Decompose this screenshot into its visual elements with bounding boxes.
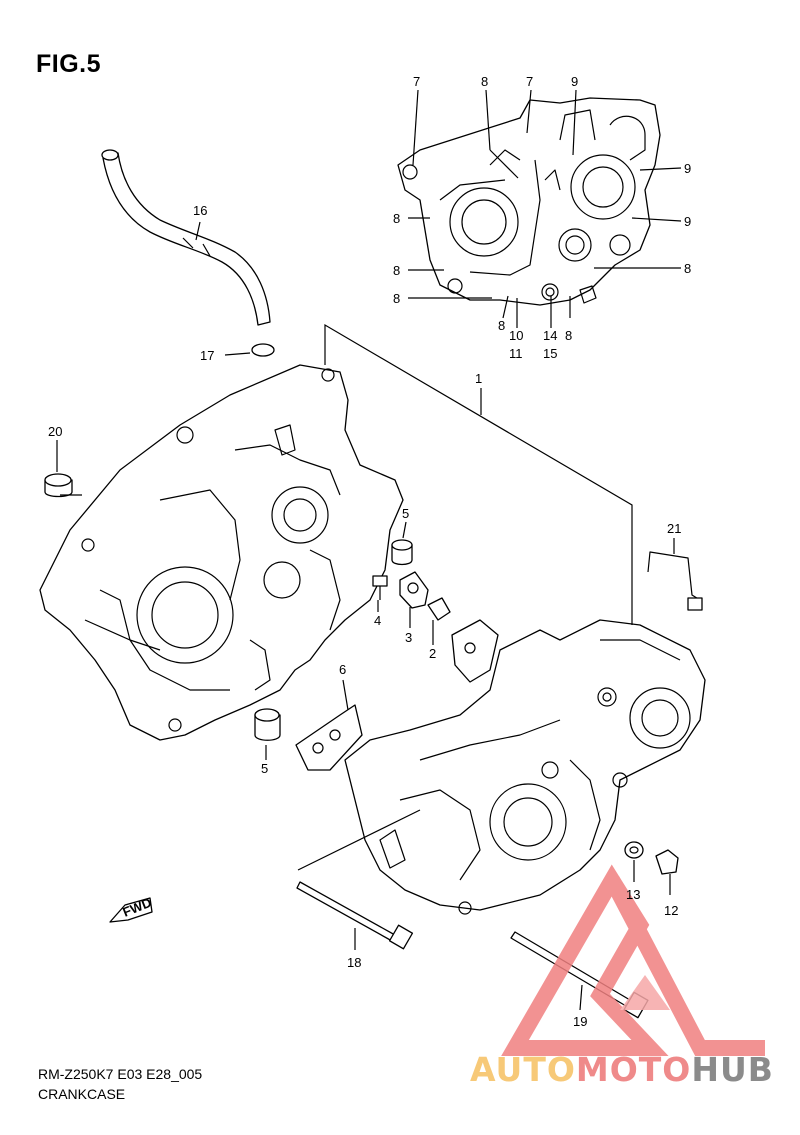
fwd-arrow-icon: FWD bbox=[109, 895, 154, 923]
callout-4: 4 bbox=[374, 613, 381, 628]
watermark-part-moto: MOTO bbox=[575, 1050, 692, 1089]
callout-18: 18 bbox=[347, 955, 361, 970]
callout-2: 2 bbox=[429, 646, 436, 661]
callout-8: 8 bbox=[565, 328, 572, 343]
callout-13: 13 bbox=[626, 887, 640, 902]
oil-seal-drawing bbox=[44, 440, 82, 498]
section-name: CRANKCASE bbox=[38, 1086, 126, 1102]
gasket-drawing bbox=[295, 619, 499, 771]
drain-plug-drawing bbox=[624, 841, 679, 895]
breather-hose-drawing bbox=[101, 149, 275, 357]
callout-16: 16 bbox=[193, 203, 207, 218]
left-crankcase-half-drawing bbox=[39, 364, 404, 741]
callout-3: 3 bbox=[405, 630, 412, 645]
callout-10: 10 bbox=[509, 328, 523, 343]
callout-numbers: 7 8 7 9 9 9 8 8 8 8 8 8 10 11 14 15 16 1… bbox=[48, 74, 691, 1029]
callout-6: 6 bbox=[339, 662, 346, 677]
callout-9: 9 bbox=[684, 214, 691, 229]
figure-title: FIG.5 bbox=[36, 50, 102, 78]
callout-8: 8 bbox=[498, 318, 505, 333]
callout-21: 21 bbox=[667, 521, 681, 536]
callout-9: 9 bbox=[684, 161, 691, 176]
callout-8: 8 bbox=[481, 74, 488, 89]
watermark-part-hub: HUB bbox=[691, 1050, 774, 1089]
center-crankcase-half-drawing bbox=[344, 619, 706, 915]
callout-8: 8 bbox=[393, 211, 400, 226]
top-group-leaders bbox=[408, 89, 682, 328]
callout-8: 8 bbox=[393, 263, 400, 278]
callout-8: 8 bbox=[684, 261, 691, 276]
callout-1: 1 bbox=[475, 371, 482, 386]
small-parts-drawing bbox=[372, 571, 451, 645]
callout-8: 8 bbox=[393, 291, 400, 306]
callout-11: 11 bbox=[509, 346, 523, 361]
callout-5: 5 bbox=[402, 506, 409, 521]
watermark-text: AUTOMOTOHUB bbox=[470, 1053, 774, 1086]
callout-20: 20 bbox=[48, 424, 62, 439]
breather-pipe-drawing bbox=[647, 538, 703, 611]
callout-19: 19 bbox=[573, 1014, 587, 1029]
assembly-bracket-lines bbox=[297, 323, 633, 871]
callout-12: 12 bbox=[664, 903, 678, 918]
callout-15: 15 bbox=[543, 346, 557, 361]
callout-14: 14 bbox=[543, 328, 557, 343]
right-crankcase-half-drawing bbox=[397, 97, 661, 306]
model-code: RM-Z250K7 E03 E28_005 bbox=[38, 1066, 203, 1082]
watermark-logo bbox=[501, 864, 765, 1056]
callout-5: 5 bbox=[261, 761, 268, 776]
watermark-part-auto: AUTO bbox=[470, 1050, 576, 1089]
callout-7: 7 bbox=[413, 74, 420, 89]
callout-9: 9 bbox=[571, 74, 578, 89]
dowel-pin-drawing bbox=[254, 521, 413, 760]
callout-17: 17 bbox=[200, 348, 214, 363]
callout-7: 7 bbox=[526, 74, 533, 89]
